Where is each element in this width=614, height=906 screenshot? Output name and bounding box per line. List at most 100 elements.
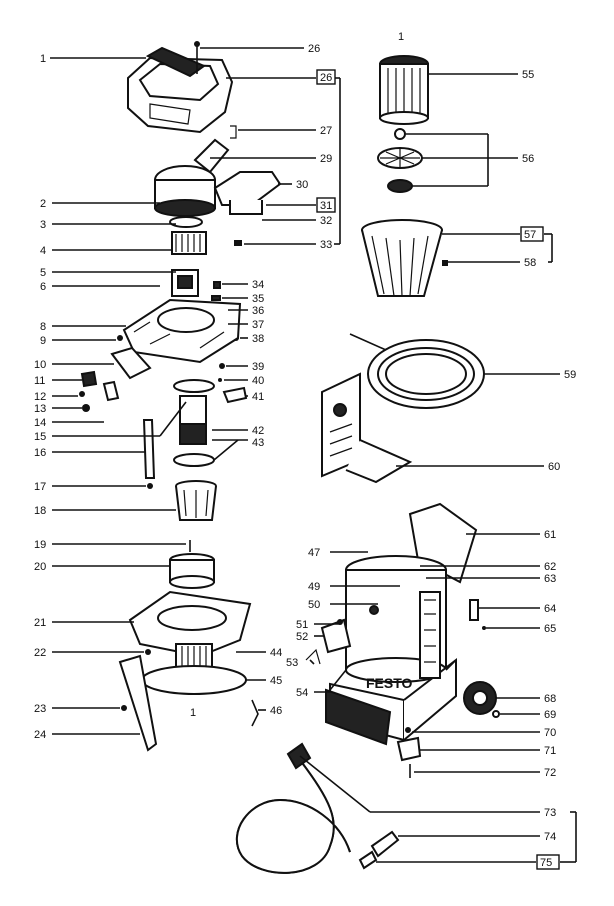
label-13: 13: [34, 403, 46, 415]
label-55: 55: [522, 69, 534, 81]
part-59-cable: [349, 333, 485, 409]
part-24-flap: [118, 654, 158, 752]
label-44: 44: [270, 647, 282, 659]
part-33: [234, 240, 242, 246]
label-69: 69: [544, 709, 556, 721]
part-20-ring: [169, 553, 215, 589]
label-32: 32: [320, 215, 332, 227]
part-9: [117, 335, 123, 341]
label-3: 3: [40, 219, 46, 231]
label-53: 53: [286, 657, 298, 669]
label-52: 52: [296, 631, 308, 643]
label-40: 40: [252, 375, 264, 387]
part-11: [80, 370, 98, 388]
label-box-75: [536, 854, 560, 870]
label-26-top: 26: [308, 43, 320, 55]
label-20: 20: [34, 561, 46, 573]
label-51: 51: [296, 619, 308, 631]
label-43: 43: [252, 437, 264, 449]
label-38: 38: [252, 333, 264, 345]
part-75-adapter: [358, 850, 378, 870]
label-1: 1: [40, 53, 46, 65]
part-number-labels: 1 2 3 4 5 6 8 9 10 11 12 13 14 15 16 17 …: [34, 31, 576, 869]
part-14: [102, 380, 120, 402]
label-65: 65: [544, 623, 556, 635]
label-14: 14: [34, 417, 46, 429]
label-box-26: [316, 69, 336, 85]
part-71-caster: [396, 736, 422, 762]
part-56-discs: [377, 128, 423, 193]
label-1-right: 1: [398, 31, 404, 43]
label-71: 71: [544, 745, 556, 757]
part-clip-27: [230, 125, 237, 139]
label-75: 75: [540, 857, 552, 869]
label-50: 50: [308, 599, 320, 611]
part-74-nozzle: [370, 830, 400, 858]
part-73-hose: [235, 742, 351, 874]
label-19: 19: [34, 539, 46, 551]
label-63: 63: [544, 573, 556, 585]
part-motor-cover: [127, 46, 234, 134]
label-29: 29: [320, 153, 332, 165]
part-60-wall-bracket: [321, 372, 413, 484]
label-31: 31: [320, 200, 332, 212]
label-33: 33: [320, 239, 332, 251]
label-61: 61: [544, 529, 556, 541]
brand-text: FESTO: [366, 675, 413, 691]
label-74: 74: [544, 831, 556, 843]
label-68: 68: [544, 693, 556, 705]
part-motor-head: [154, 138, 230, 217]
label-17: 17: [34, 481, 46, 493]
part-34: [213, 281, 221, 289]
part-12: [79, 391, 85, 397]
part-17: [147, 483, 153, 489]
label-60: 60: [548, 461, 560, 473]
label-54: 54: [296, 687, 308, 699]
label-24: 24: [34, 729, 46, 741]
label-62: 62: [544, 561, 556, 573]
part-tank-assembly: [325, 502, 478, 746]
label-35: 35: [252, 293, 264, 305]
label-36: 36: [252, 305, 264, 317]
part-68-69-wheel: [463, 681, 500, 718]
part-bracket-30: [213, 171, 282, 215]
part-42-43-motor: [173, 379, 215, 467]
part-39: [219, 363, 225, 369]
part-46: [251, 699, 259, 727]
part-64: [469, 599, 479, 621]
label-26-boxed: 26: [320, 72, 332, 84]
label-27: 27: [320, 125, 332, 137]
label-46: 46: [270, 705, 282, 717]
label-30: 30: [296, 179, 308, 191]
label-22: 22: [34, 647, 46, 659]
part-53: [305, 648, 321, 665]
part-58: [442, 260, 448, 266]
label-37: 37: [252, 319, 264, 331]
part-screw-26: [194, 41, 200, 74]
leader-lines: [50, 47, 577, 863]
part-35: [211, 295, 221, 301]
label-9: 9: [40, 335, 46, 347]
label-4: 4: [40, 245, 46, 257]
label-1-lower: 1: [190, 707, 196, 719]
part-41: [222, 386, 248, 404]
label-73: 73: [544, 807, 556, 819]
label-70: 70: [544, 727, 556, 739]
part-18-filter-cup: [175, 480, 217, 521]
part-8-housing: [122, 298, 242, 364]
part-3-ring: [169, 216, 203, 228]
label-12: 12: [34, 391, 46, 403]
part-65: [482, 626, 486, 630]
label-5: 5: [40, 267, 46, 279]
part-23: [121, 705, 127, 711]
part-10-switch-plate: [110, 346, 152, 380]
part-21-base-plate: [128, 590, 252, 658]
label-64: 64: [544, 603, 556, 615]
label-39: 39: [252, 361, 264, 373]
label-72: 72: [544, 767, 556, 779]
label-8: 8: [40, 321, 46, 333]
part-40: [218, 378, 222, 382]
part-52-connector: [320, 618, 352, 654]
part-5-6-motor-block: [171, 269, 199, 297]
